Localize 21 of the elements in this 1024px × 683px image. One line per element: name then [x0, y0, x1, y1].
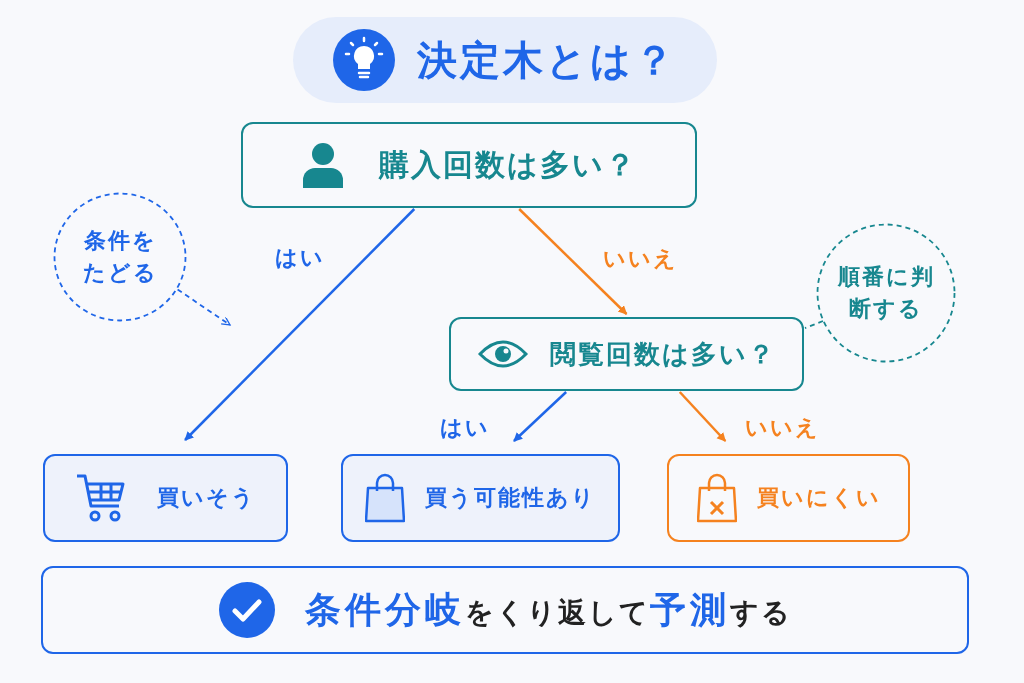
box-label: 買いにくい [756, 484, 881, 512]
result-box [667, 454, 910, 542]
circle-label: 条件をたどる [81, 227, 159, 287]
circle-label: 順番に判断する [836, 263, 936, 323]
question-box [449, 317, 804, 391]
box-label: 買う可能性あり [425, 484, 596, 512]
question-box [241, 122, 697, 208]
arrow [184, 208, 416, 441]
leader-line [804, 320, 824, 329]
result-box [43, 454, 288, 542]
arrow [518, 208, 628, 315]
dashed-arrow [176, 288, 231, 326]
arrow [513, 391, 567, 442]
title: 決定木とは？ [417, 35, 677, 85]
summary-box [41, 566, 969, 654]
box-label: 条件分岐をくり返して予測する [304, 587, 792, 632]
result-box [341, 454, 620, 542]
box-label: 購入回数は多い？ [379, 145, 637, 184]
arrow [678, 391, 727, 442]
box-label: 閲覧回数は多い？ [549, 337, 776, 371]
box-label: 買いそう [157, 484, 256, 512]
